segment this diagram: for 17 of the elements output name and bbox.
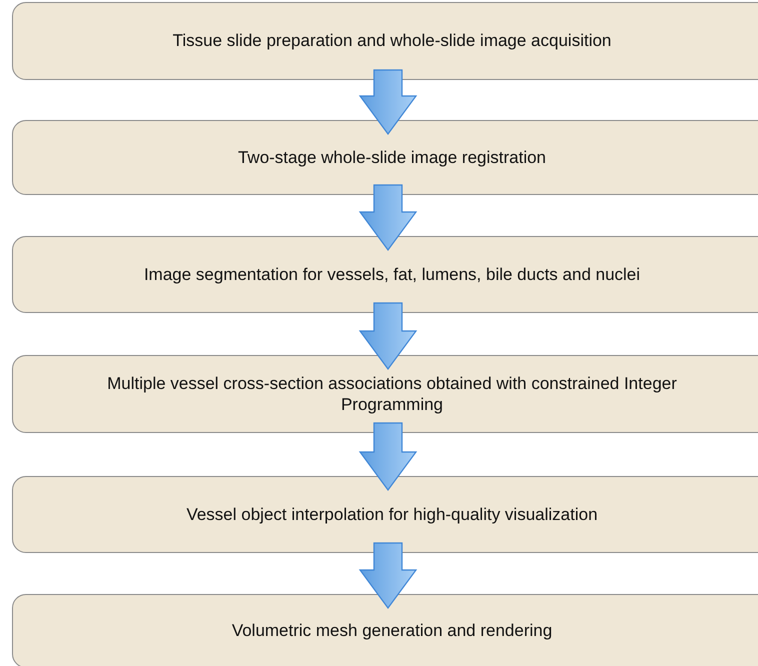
step-text: Tissue slide preparation and whole-slide image acquisition bbox=[172, 30, 612, 52]
process-box bbox=[12, 476, 758, 553]
process-box bbox=[12, 236, 758, 313]
block-arrow bbox=[358, 184, 418, 252]
step-text: Volumetric mesh generation and rendering bbox=[232, 620, 552, 642]
block-arrow bbox=[358, 302, 418, 370]
step-text: Two-stage whole-slide image registration bbox=[238, 146, 546, 168]
step-text: Image segmentation for vessels, fat, lumens, bile ducts and nuclei bbox=[144, 264, 640, 286]
block-arrow bbox=[358, 422, 418, 492]
process-box bbox=[12, 2, 758, 80]
process-box bbox=[12, 355, 758, 433]
process-box bbox=[12, 594, 758, 666]
step-text: Multiple vessel cross-section associations obtained with constrained Integer Programming bbox=[106, 372, 678, 416]
block-arrow bbox=[358, 542, 418, 610]
block-arrow bbox=[358, 69, 418, 136]
step-text: Vessel object interpolation for high-quality visualization bbox=[186, 504, 598, 526]
process-box bbox=[12, 120, 758, 195]
